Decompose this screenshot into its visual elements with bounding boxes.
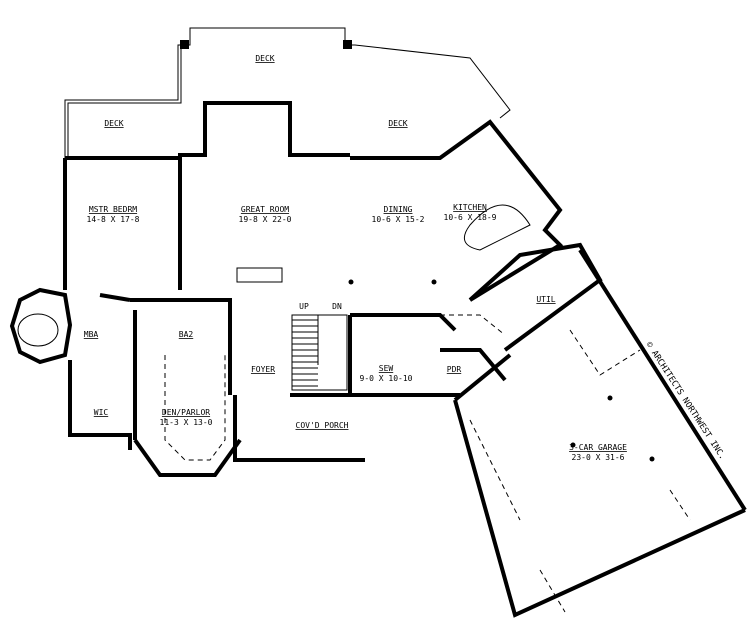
master-bedroom-size: 14-8 X 17-8 [87,215,140,224]
deck-right-label: DECK [388,119,407,128]
den-parlor-size: 11-3 X 13-0 [160,418,213,427]
wic-label: WIC [94,408,109,417]
dining-label: DINING [384,205,413,214]
master-bath-bay [9,287,73,365]
sew-label: SEW [379,364,394,373]
copyright-text: © ARCHITECTS NORTHWEST INC. [643,340,727,461]
garage-label: 3-CAR GARAGE [569,443,627,452]
hearth [236,267,283,283]
stairs-down-label: DN [332,302,342,311]
bath-2-label: BA2 [179,330,194,339]
master-bath-label: MBA [84,330,99,339]
deck-left-label: DECK [104,119,123,128]
great-room-size: 19-8 X 22-0 [239,215,292,224]
great-room-label: GREAT ROOM [241,205,289,214]
staircase [291,314,348,391]
deck-post [180,40,189,49]
deck-top-label: DECK [255,54,274,63]
den-parlor-label: DEN/PARLOR [162,408,210,417]
tub [17,313,59,347]
kitchen-label: KITCHEN [453,203,487,212]
dining-size: 10-6 X 15-2 [372,215,425,224]
den-bay [133,438,242,477]
deck-post [343,40,352,49]
kitchen-island [463,204,531,251]
sew-size: 9-0 X 10-10 [360,374,413,383]
porch-label: COV'D PORCH [296,421,349,430]
stairs-up-label: UP [299,302,309,311]
garage-size: 23-0 X 31-6 [572,453,625,462]
powder-label: PDR [447,365,462,374]
kitchen-size: 10-6 X 18-9 [444,213,497,222]
foyer-label: FOYER [251,365,275,374]
utility-label: UTIL [536,295,555,304]
master-bedroom-label: MSTR BEDRM [89,205,137,214]
walls [63,101,747,618]
deck-outline [64,27,511,158]
